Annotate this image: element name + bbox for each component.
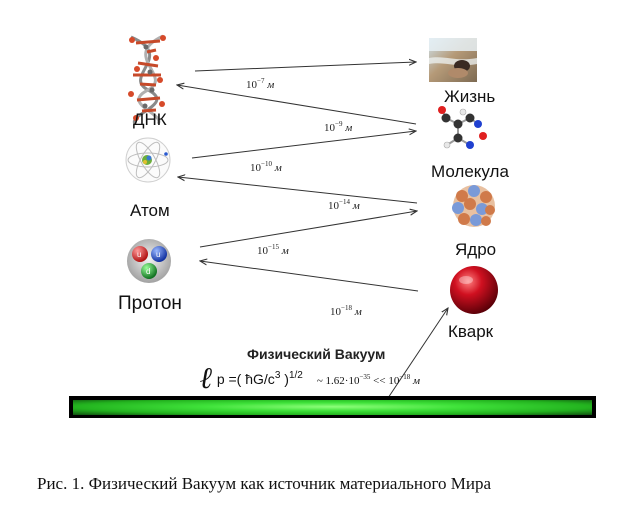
nucleus-icon <box>452 185 495 227</box>
life-label: Жизнь <box>444 87 496 106</box>
svg-text:u: u <box>137 250 141 259</box>
life-photo-icon <box>429 38 477 82</box>
physical-vacuum-bar <box>69 396 596 418</box>
arrow-dna-to-life <box>194 62 416 72</box>
quark-label: Кварк <box>448 322 494 341</box>
arrow-atom-to-molecule <box>191 131 416 159</box>
scale-label-atom: 10−14 м <box>328 198 360 212</box>
nucleus-label: Ядро <box>455 240 497 259</box>
quark-sphere-icon <box>450 266 498 314</box>
svg-text:d: d <box>146 267 150 276</box>
arrow-quark-to-proton <box>200 261 419 292</box>
dna-helix-icon <box>128 34 166 125</box>
arrow-vacuum-to-quark <box>387 308 448 399</box>
proton-label: Протон <box>118 293 182 314</box>
figure-caption: Рис. 1. Физический Вакуум как источник м… <box>37 474 492 493</box>
vacuum-glow <box>73 400 592 415</box>
svg-text:u: u <box>156 250 160 259</box>
arrow-nucleus-to-atom <box>178 177 418 204</box>
scale-label-life: 10−7 м <box>246 77 275 91</box>
molecule-icon <box>438 106 487 149</box>
atom-icon <box>125 137 171 183</box>
scale-label-nucleus: 10−15 м <box>257 243 289 257</box>
arrow-proton-to-nucleus <box>199 211 417 248</box>
atom-label: Атом <box>130 201 170 220</box>
arrow-molecule-to-dna <box>177 85 417 125</box>
scale-label-dna: 10−9 м <box>324 120 353 134</box>
dna-label: ДНК <box>133 110 167 129</box>
planck-length-symbol: ℓ <box>200 362 213 395</box>
planck-formula-expression: p =( ħG/c3 )1/2 <box>216 370 303 387</box>
scale-label-proton: 10−18 м <box>330 304 362 318</box>
vacuum-title: Физический Вакуум <box>247 346 386 362</box>
proton-icon: u u d <box>127 239 171 283</box>
scale-label-molecule: 10−10 м <box>250 160 282 174</box>
molecule-label: Молекула <box>431 162 509 181</box>
planck-value: ~ 1.62·10−35 << 10−18 м <box>316 373 421 387</box>
